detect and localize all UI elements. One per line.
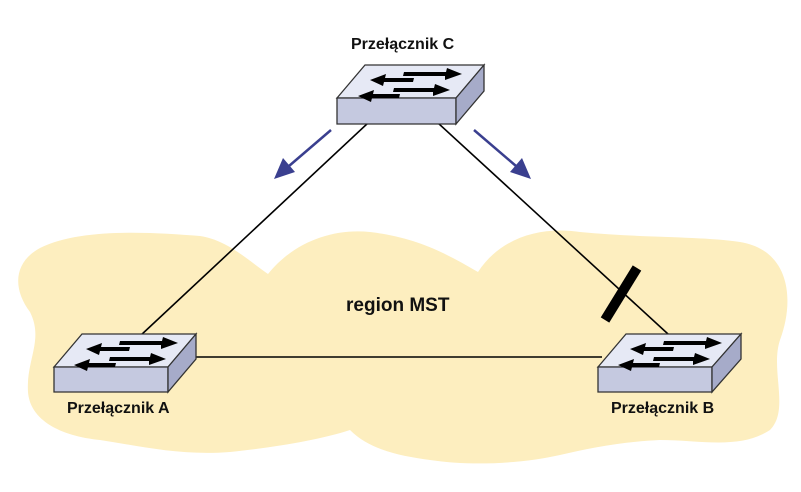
switch-b-label: Przełącznik B bbox=[611, 400, 715, 417]
switch-a-icon bbox=[52, 332, 198, 394]
mst-region-cloud bbox=[18, 230, 788, 464]
switch-a-label: Przełącznik A bbox=[67, 400, 170, 417]
switch-c-icon bbox=[335, 63, 486, 126]
link-c-a bbox=[139, 122, 369, 337]
flow-arrow-toward-b bbox=[473, 129, 531, 179]
flow-arrow-toward-a bbox=[274, 129, 332, 179]
region-label: region MST bbox=[346, 295, 450, 316]
blocked-port-marker bbox=[600, 265, 642, 323]
switch-b-icon bbox=[596, 332, 743, 394]
switch-c-label: Przełącznik C bbox=[351, 36, 455, 53]
link-c-b bbox=[437, 122, 669, 335]
